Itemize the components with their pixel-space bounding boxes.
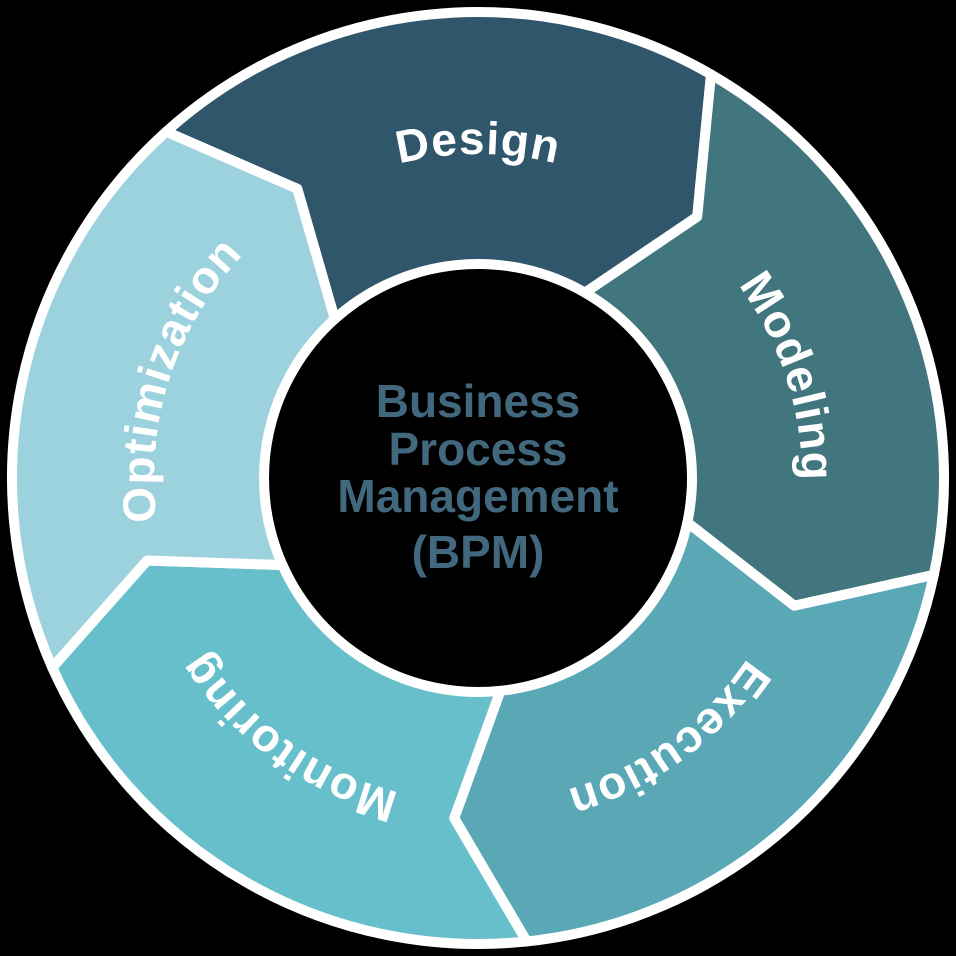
center-label-line-2: Management (337, 470, 618, 522)
segment-shape-optimization (7, 126, 340, 673)
segment-shape-monitoring (47, 555, 532, 949)
segment-shape-design (161, 7, 716, 324)
center-label-line-0: Business (376, 375, 581, 427)
segment-shape-modeling (580, 69, 949, 611)
center-label-line-3: (BPM) (412, 526, 545, 578)
center-label-line-1: Process (388, 423, 567, 475)
segment-shape-execution (449, 517, 939, 947)
